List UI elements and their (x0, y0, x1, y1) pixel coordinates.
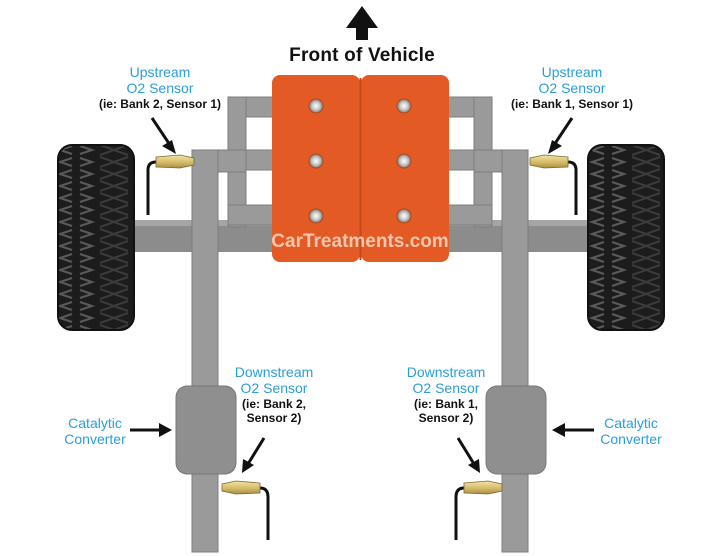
downstream-right-label: Downstream O2 Sensor (ie: Bank 1, Sensor… (386, 364, 506, 426)
downstream-left-label: Downstream O2 Sensor (ie: Bank 2, Sensor… (214, 364, 334, 426)
catalytic-right-arrow-icon (552, 423, 594, 437)
downstream-left-arrow-icon (242, 437, 266, 473)
watermark: CarTreatments.com (271, 231, 449, 252)
downstream-right-name2: O2 Sensor (412, 380, 480, 397)
catalytic-right-line1: Catalytic (604, 415, 658, 431)
upstream-left-o2-sensor (146, 154, 195, 215)
upstream-left-arrow-icon (150, 117, 176, 154)
right-catalytic-converter (485, 385, 547, 475)
catalytic-right-label: Catalytic Converter (586, 415, 676, 447)
catalytic-left-arrow-icon (130, 423, 172, 437)
downstream-right-name: Downstream (406, 364, 486, 380)
catalytic-right-line2: Converter (600, 431, 662, 448)
downstream-left-detail: (ie: Bank 2, (241, 397, 307, 412)
left-exhaust-pipe (175, 149, 237, 553)
upstream-left-name2: O2 Sensor (126, 80, 194, 97)
downstream-right-o2-sensor (454, 480, 503, 540)
engine-bolts (308, 98, 412, 224)
upstream-left-detail: (ie: Bank 2, Sensor 1) (98, 97, 222, 112)
upstream-left-name: Upstream (129, 64, 191, 80)
upstream-right-label: Upstream O2 Sensor (ie: Bank 1, Sensor 1… (492, 64, 652, 112)
downstream-right-arrow-icon (456, 437, 480, 473)
upstream-right-o2-sensor (529, 154, 578, 215)
downstream-left-detail2: Sensor 2) (246, 410, 302, 425)
catalytic-left-line2: Converter (64, 431, 126, 448)
downstream-right-detail: (ie: Bank 1, (413, 397, 479, 412)
downstream-left-name: Downstream (234, 364, 314, 380)
downstream-right-detail2: Sensor 2) (418, 410, 474, 425)
downstream-left-o2-sensor (221, 480, 270, 540)
catalytic-left-label: Catalytic Converter (50, 415, 140, 447)
upstream-right-name: Upstream (541, 64, 603, 80)
right-exhaust-pipe (485, 149, 547, 553)
downstream-left-name2: O2 Sensor (240, 380, 308, 397)
upstream-right-arrow-icon (548, 117, 574, 154)
left-tire (57, 144, 135, 331)
right-tire (587, 144, 665, 331)
upstream-right-detail: (ie: Bank 1, Sensor 1) (510, 97, 634, 112)
catalytic-left-line1: Catalytic (68, 415, 122, 431)
front-arrow-icon (346, 6, 378, 40)
front-of-vehicle-label: Front of Vehicle (289, 45, 435, 66)
upstream-right-name2: O2 Sensor (538, 80, 606, 97)
upstream-left-label: Upstream O2 Sensor (ie: Bank 2, Sensor 1… (80, 64, 240, 112)
left-catalytic-converter (175, 385, 237, 475)
